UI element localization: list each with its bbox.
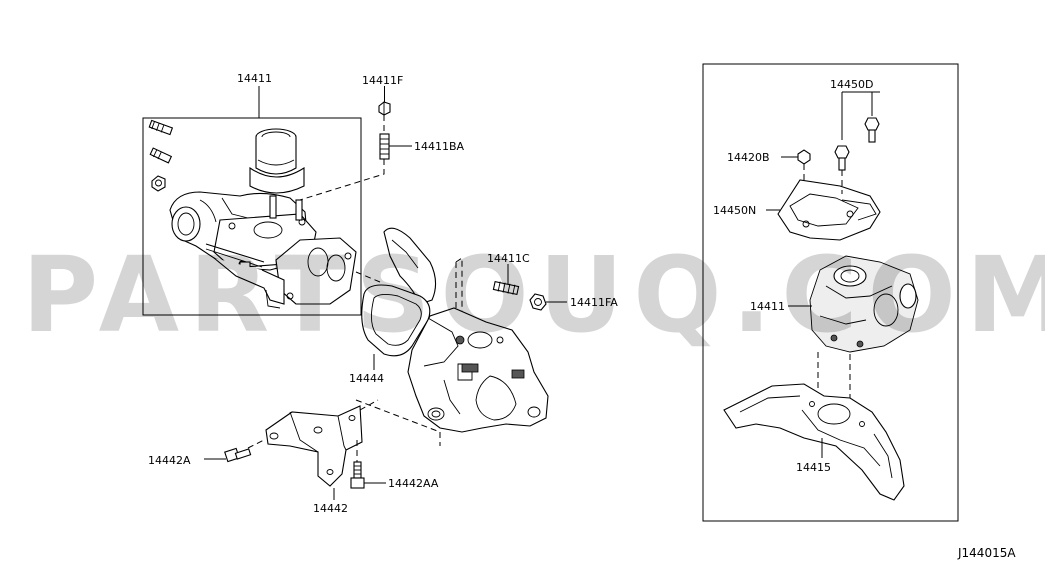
bolt-14442AA: [350, 461, 386, 489]
stud-lower: [149, 147, 173, 164]
callout-14411C: 14411C: [487, 252, 530, 265]
callout-14411: 14411: [237, 72, 272, 85]
exhaust-outlet-casting: [407, 307, 549, 433]
callout-14411-inset: 14411: [750, 300, 785, 313]
callout-14411FA: 14411FA: [570, 296, 618, 309]
callout-14450N: 14450N: [713, 204, 756, 217]
callout-14444: 14444: [349, 372, 384, 385]
bolt-14442A: [204, 447, 252, 463]
stud-14411C: [492, 264, 520, 296]
callout-14442: 14442: [313, 502, 348, 515]
turbocharger-drawing: [148, 119, 357, 309]
bracket-14442: [265, 405, 363, 500]
shield-14415: [723, 383, 905, 501]
watermark-text: PARTSOUQ.COM: [22, 234, 1045, 356]
callout-14450D: 14450D: [830, 78, 873, 91]
callout-14411BA: 14411BA: [414, 140, 465, 153]
nut-14411FA: [529, 293, 567, 311]
stud-upper: [148, 119, 174, 136]
callout-14415: 14415: [796, 461, 831, 474]
turbo-inset: [788, 255, 919, 353]
callout-14411F: 14411F: [362, 74, 403, 87]
stud-14411BA: [379, 133, 412, 160]
callout-14420B: 14420B: [727, 151, 770, 164]
nut-14420B: [781, 149, 811, 165]
callout-14442A: 14442A: [148, 454, 191, 467]
nut-small: [151, 175, 166, 192]
insulator-14450N: [766, 179, 881, 241]
nut-14411F: [378, 86, 391, 116]
callout-14442AA: 14442AA: [388, 477, 439, 490]
bolts-14450D: [834, 91, 880, 171]
turbocharger-box: [142, 117, 362, 316]
inset-panel: [702, 63, 959, 522]
gasket-14444: [361, 284, 431, 370]
drawing-code: J144015A: [957, 546, 1016, 560]
heat-shield: [383, 227, 437, 305]
